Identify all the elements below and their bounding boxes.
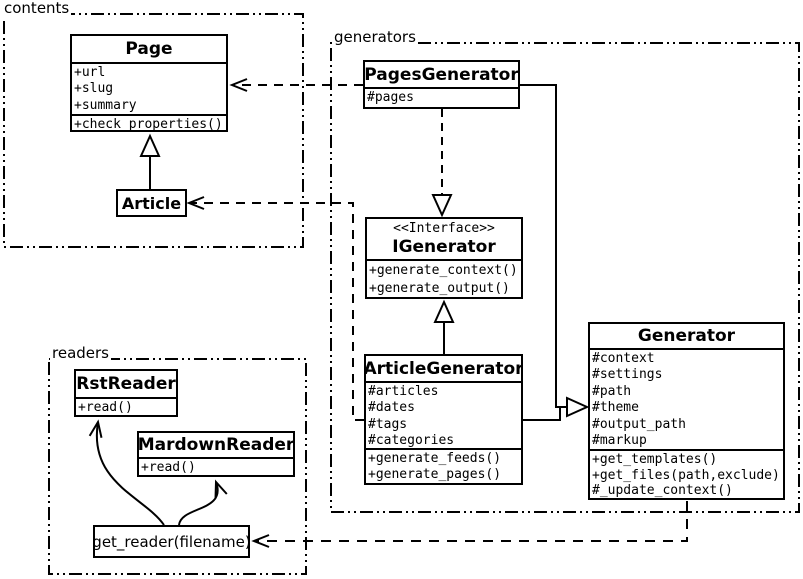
attribute: #context: [592, 351, 655, 366]
class-title-article: Article: [121, 193, 182, 213]
function-box-getreader: get_reader(filename): [93, 525, 250, 558]
class-box-articlegenerator: ArticleGenerator #articles #dates #tags …: [364, 354, 523, 485]
class-box-rstreader: RstReader +read(): [74, 369, 178, 417]
class-box-article: Article: [116, 189, 187, 217]
class-title-igenerator: IGenerator: [392, 237, 496, 257]
package-contents-border: [3, 13, 304, 248]
dependency-articlegenerator-to-article: [186, 196, 364, 421]
package-readers-border: [48, 358, 307, 575]
method: +read(): [141, 460, 196, 475]
attribute: #tags: [368, 416, 408, 432]
method: +get_templates(): [592, 452, 718, 467]
class-methods-generator: +get_templates() +get_files(path,exclude…: [590, 449, 783, 498]
package-readers-label: readers: [50, 344, 111, 362]
package-contents-label: contents: [2, 0, 72, 17]
inheritance-pagesgenerator-to-generator-line: [520, 84, 567, 408]
method: +generate_context(): [369, 263, 518, 278]
class-methods-mardownreader: +read(): [139, 457, 293, 475]
class-box-page: Page +url +slug +summary +check_properti…: [70, 34, 228, 132]
class-box-generator: Generator #context #settings #path #them…: [588, 322, 785, 500]
attribute: #articles: [368, 384, 439, 399]
class-title-pagesgenerator: PagesGenerator: [364, 64, 519, 85]
attribute: #markup: [592, 433, 647, 449]
class-attributes-generator: #context #settings #path #theme #output_…: [590, 348, 783, 449]
class-title-articlegenerator: ArticleGenerator: [364, 358, 523, 379]
method: +generate_pages(): [368, 467, 502, 483]
class-methods-igenerator: +generate_context() +generate_output(): [367, 259, 521, 297]
attribute: #categories: [368, 433, 455, 449]
method: +check_properties(): [74, 117, 223, 132]
attribute: #theme: [592, 400, 639, 416]
class-methods-rstreader: +read(): [76, 397, 176, 415]
class-title-mardownreader: MardownReader: [137, 435, 295, 455]
class-title-generator: Generator: [637, 326, 736, 346]
attribute: #output_path: [592, 416, 686, 432]
attribute: #dates: [368, 400, 415, 416]
method: +get_files(path,exclude): [592, 467, 780, 483]
stereotype-interface: <<Interface>>: [393, 221, 495, 236]
class-attributes-pagesgenerator: #pages: [365, 87, 518, 107]
arrow-getreader-to-rstreader: [88, 419, 165, 526]
inheritance-articlegenerator-to-generator-line: [523, 408, 561, 421]
attribute: +url: [74, 65, 106, 80]
arrow-getreader-to-mardownreader: [178, 479, 228, 526]
class-attributes-page: +url +slug +summary: [72, 62, 226, 114]
attribute: #pages: [367, 90, 414, 105]
class-methods-articlegenerator: +generate_feeds() +generate_pages(): [366, 448, 521, 483]
class-box-mardownreader: MardownReader +read(): [137, 431, 295, 477]
method: +read(): [78, 400, 133, 415]
class-box-pagesgenerator: PagesGenerator #pages: [363, 60, 520, 109]
class-title-page: Page: [125, 39, 173, 59]
dependency-generator-to-getreader: [251, 501, 688, 548]
class-box-igenerator: <<Interface>> IGenerator +generate_conte…: [365, 217, 523, 299]
method: #_update_context(): [592, 483, 733, 498]
attribute: #settings: [592, 367, 663, 383]
class-title-rstreader: RstReader: [76, 374, 176, 394]
class-header-igenerator: <<Interface>> IGenerator: [367, 219, 521, 259]
inheritance-generator-triangle: [566, 396, 590, 418]
attribute: +slug: [74, 81, 114, 97]
class-attributes-articlegenerator: #articles #dates #tags #categories: [366, 381, 521, 448]
package-generators-border: [330, 42, 800, 513]
method: +generate_output(): [369, 281, 510, 296]
method: +generate_feeds(): [368, 451, 502, 466]
package-generators-label: generators: [332, 28, 418, 46]
attribute: #path: [592, 383, 632, 399]
class-methods-page: +check_properties(): [72, 114, 226, 132]
attribute: +summary: [74, 97, 137, 113]
